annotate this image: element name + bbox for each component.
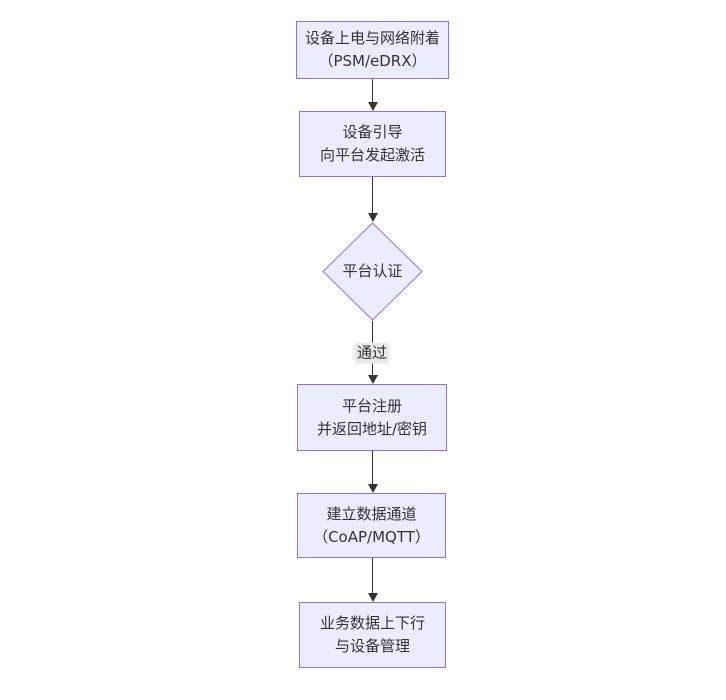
node-business-data: 业务数据上下行 与设备管理 [299,602,446,668]
node-platform-register: 平台注册 并返回地址/密钥 [297,384,447,451]
node-label-line: （CoAP/MQTT） [313,527,430,546]
node-label-line: 设备上电与网络附着 [304,29,440,47]
arrowhead-down-icon [367,593,378,602]
edge-label-pass: 通过 [354,342,390,364]
node-power-attach: 设备上电与网络附着 （PSM/eDRX） [296,21,449,79]
node-label-line: 与设备管理 [334,637,410,655]
node-label-line: （PSM/eDRX） [318,52,427,70]
arrowhead-down-icon [367,375,378,384]
edge-arrow [367,177,378,222]
edge-line [371,177,374,213]
node-label-line: 业务数据上下行 [319,614,425,632]
node-label-line: 平台认证 [342,262,403,280]
edge-arrow [367,558,378,602]
edge-arrow [367,451,378,493]
node-label-line: 向平台发起激活 [319,146,425,164]
node-label-line: 设备引导 [342,123,403,141]
node-label-line: 平台注册 [341,396,402,415]
arrowhead-down-icon [367,102,378,111]
edge-line [371,451,374,484]
arrowhead-down-icon [367,213,378,222]
node-label-line: 并返回地址/密钥 [316,419,428,438]
node-platform-auth: 平台认证 [322,222,423,321]
arrowhead-down-icon [367,484,378,493]
edge-line [371,558,374,593]
node-data-channel: 建立数据通道 （CoAP/MQTT） [297,493,446,558]
edge-line [371,79,374,102]
node-bootstrap: 设备引导 向平台发起激活 [299,111,446,177]
node-label-line: 建立数据通道 [326,504,417,523]
edge-arrow [367,79,378,111]
diamond-shape [322,222,423,321]
